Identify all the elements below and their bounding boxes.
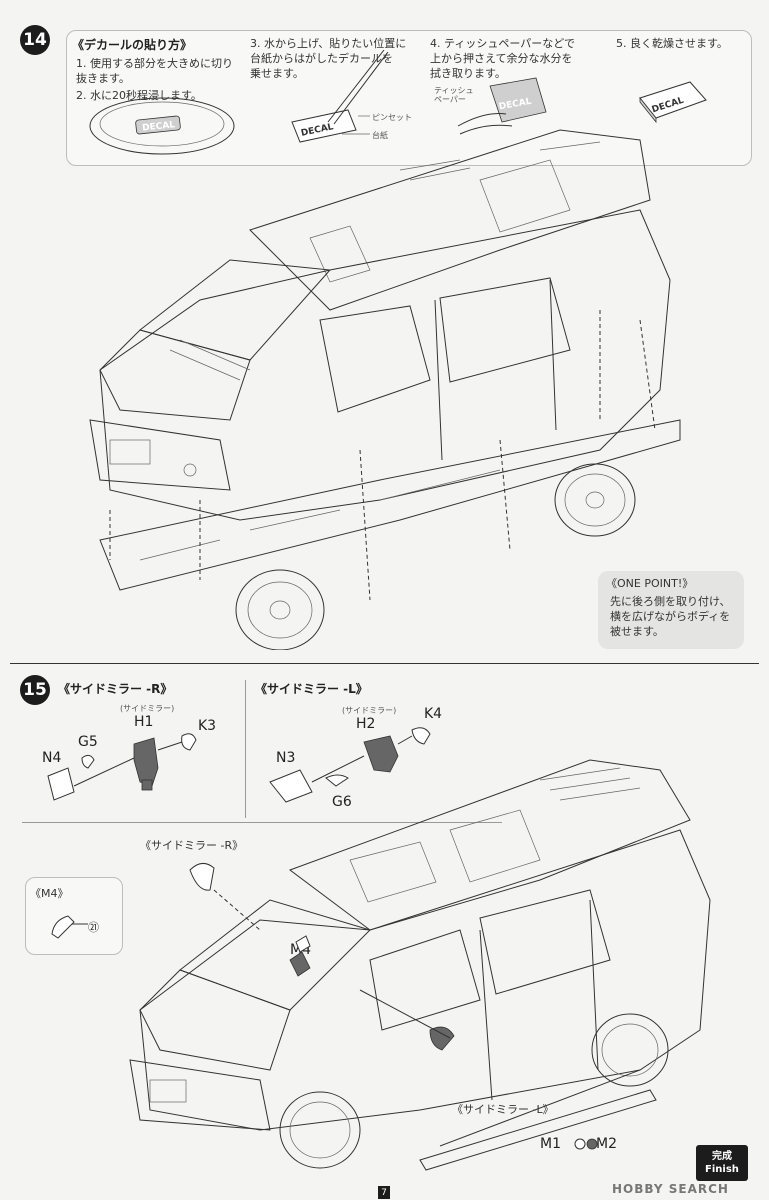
part-h1-label: H1 [134,714,154,730]
finish-badge-jp: 完成 [712,1151,732,1162]
tweezers-illustration: DECAL [291,49,389,143]
one-point-box [598,571,744,649]
part-h2-label: H2 [356,716,376,732]
step14-body-chassis-illustration [89,129,681,650]
m4-detail-title: 《M4》 [30,887,69,900]
tissue-paper-label: ティッシュ ペーパー [434,86,474,104]
front-wheel [235,569,325,650]
h2-side-mirror-label: (サイドミラー) [342,706,397,715]
part-m2-label: M2 [596,1136,617,1152]
h1-side-mirror-label: (サイドミラー) [120,704,175,713]
section-divider [10,663,759,664]
m4-ref-number: ㉑ [88,921,99,934]
mirror-r-l-divider [245,680,246,818]
tissue-illustration: DECAL [457,77,547,135]
decal-step-4: 4. ティッシュペーパーなどで 上から押さえて余分な水分を 拭き取ります。 [430,37,576,80]
decal-step-1: 1. 使用する部分を大きめに切り 抜きます。 [76,57,233,85]
tweezers-label: ピンセット [372,113,412,122]
m4-detail-box [25,877,123,955]
one-point-body: 先に後ろ側を取り付け、 横を広げながらボディを 被せます。 [610,595,731,638]
mirror-l-parts [269,727,431,803]
mirror-parts-illustration [47,727,431,803]
decal-step-3: 3. 水から上げ、貼りたい位置に 台紙からはがしたデカールを 乗せます。 [250,37,407,80]
step15-assembled-van-illustration [129,759,711,1171]
decal-instructions-title: 《デカールの貼り方》 [72,38,193,52]
decal-step-5: 5. 良く乾燥させます。 [616,37,728,50]
decal-instructions-box [66,30,752,166]
rear-wheel [554,463,636,537]
installed-mirror-r [289,951,311,977]
step-14-badge: 14 [20,25,50,55]
side-mirror-l-header: 《サイドミラー -L》 [255,682,368,696]
callout-mirror-r: 《サイドミラー -R》 [140,839,244,852]
finish-badge-en: Finish [705,1164,739,1175]
dried-decal-illustration: DECAL [639,81,707,124]
one-point-title: 《ONE POINT!》 [606,577,694,590]
part-g5-label: G5 [78,734,98,750]
side-mirror-r-header: 《サイドミラー -R》 [58,682,173,696]
part-k4-label: K4 [424,706,443,722]
dish-decal-text: DECAL [142,120,176,133]
front-wheel-assembled [279,1091,361,1169]
page-number: 7 [378,1186,390,1199]
m4-detail-illustration [51,915,88,939]
decal-illustrations: DECAL DECAL DECAL DECAL [89,49,707,155]
water-dish-illustration: DECAL [89,97,235,155]
part-k3-label: K3 [198,718,217,734]
rear-wheel-assembled [591,1013,669,1087]
mirror-section-underline [22,822,502,823]
finish-badge: 完成 Finish [696,1145,748,1181]
part-n3-label: N3 [276,750,296,766]
step-15-badge: 15 [20,675,50,705]
watermark-text: HOBBY SEARCH [612,1182,729,1196]
installed-mirror-l [429,1026,455,1051]
mirror-r-parts [47,733,197,801]
part-g6-label: G6 [332,794,352,810]
part-m1-label: M1 [540,1136,561,1152]
callout-mirror-l: 《サイドミラー -L》 [452,1103,554,1116]
backing-paper-label: 台紙 [372,131,388,140]
part-n4-label: N4 [42,750,62,766]
